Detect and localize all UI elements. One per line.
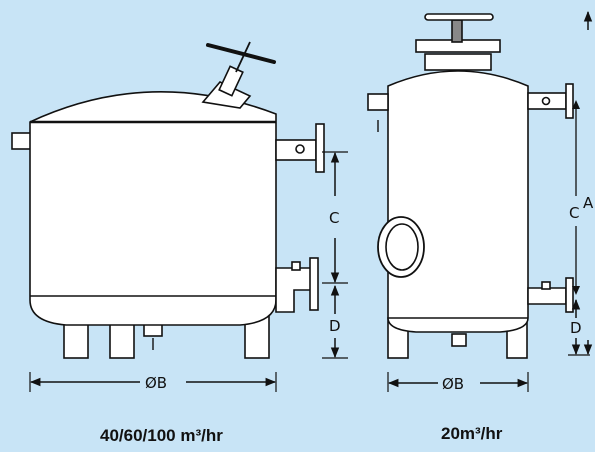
dimension-c-right: C	[569, 100, 580, 295]
outlet-flange	[565, 83, 574, 119]
dimension-a-label: A	[583, 194, 594, 212]
inlet-pipe	[527, 287, 567, 305]
inlet-flange	[565, 277, 574, 313]
dimension-c-left: C	[322, 151, 348, 284]
dimension-c-label: C	[569, 204, 579, 222]
dimension-a-right: A	[583, 10, 594, 356]
tank-body	[29, 91, 277, 326]
side-stub	[11, 132, 33, 150]
inlet-flange	[309, 257, 319, 311]
dimension-b-label: ØB	[442, 375, 464, 393]
inlet-pipe	[275, 267, 313, 313]
dimension-d-left: D	[322, 284, 348, 359]
top-cover	[424, 53, 492, 71]
caption-large-tank: 40/60/100 m³/hr	[100, 426, 223, 445]
tank-body	[387, 70, 529, 333]
dimension-b-left: ØB	[29, 372, 277, 392]
top-handwheel	[424, 13, 494, 21]
small-tank	[367, 13, 574, 359]
dimension-d-label: D	[570, 319, 582, 337]
dimension-d-label: D	[329, 317, 341, 335]
outlet-flange	[315, 123, 325, 173]
valve-handwheel	[206, 43, 276, 64]
screw-rod	[451, 19, 463, 43]
dimension-b-label: ØB	[145, 374, 167, 392]
dimension-b-right: ØB	[387, 372, 529, 393]
dimension-d-right: D	[568, 298, 590, 356]
valve-neck	[201, 81, 252, 109]
large-tank	[11, 41, 325, 359]
side-pipe	[367, 93, 389, 111]
bottom-drain	[451, 333, 467, 347]
dimension-c-label: C	[329, 209, 339, 227]
caption-small-tank: 20m³/hr	[441, 424, 503, 443]
